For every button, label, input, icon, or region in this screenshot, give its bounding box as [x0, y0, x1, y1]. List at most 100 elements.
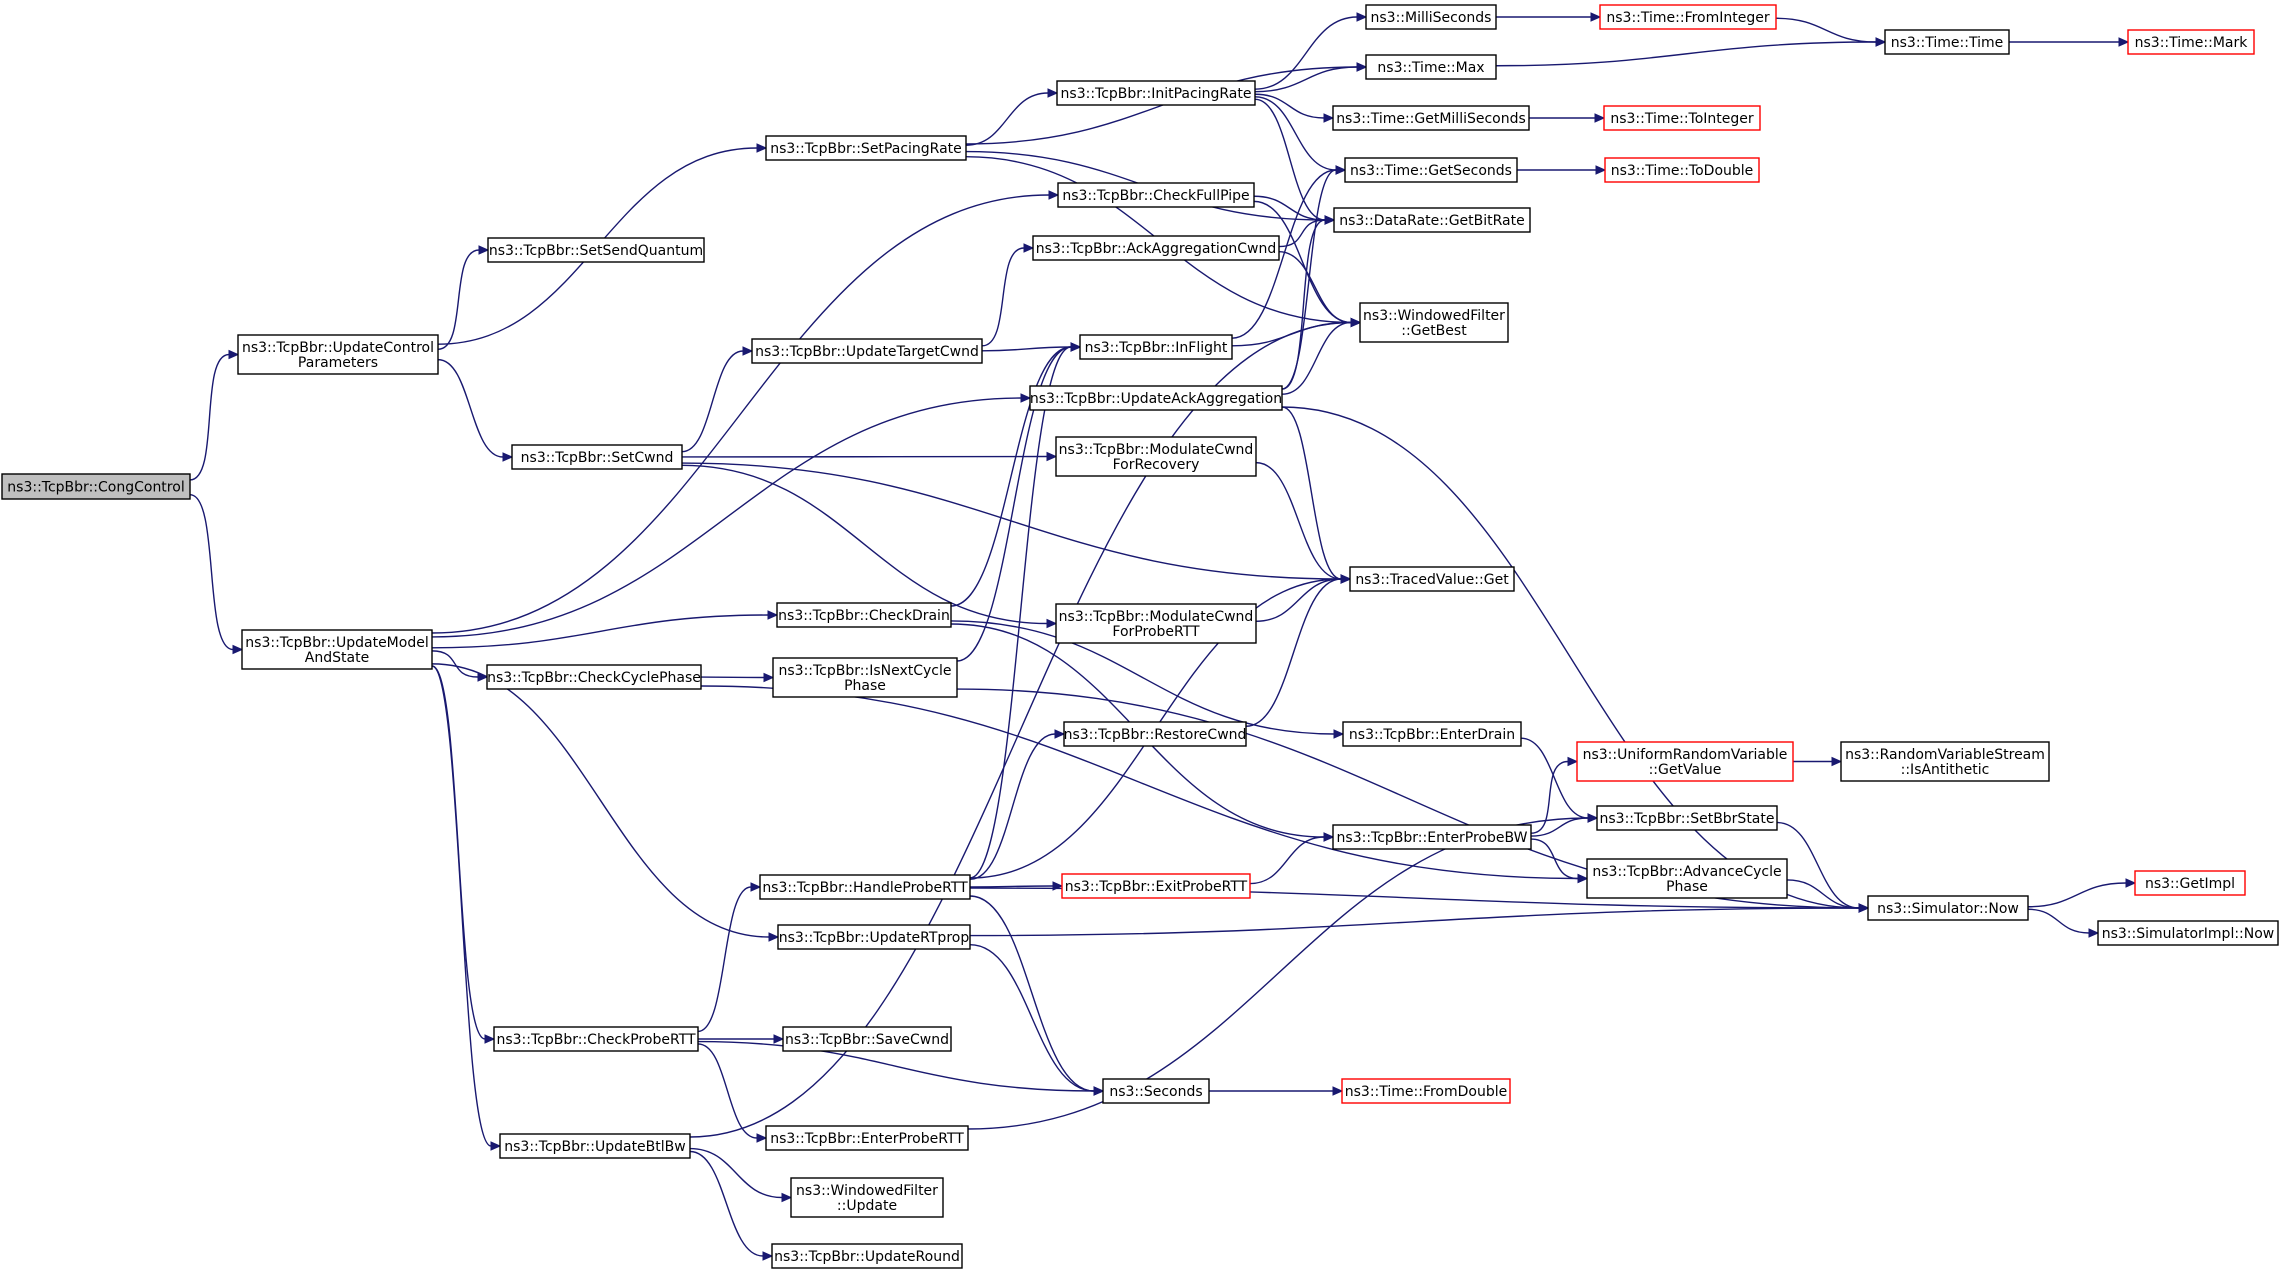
node-get-impl[interactable]: ns3::GetImpl [2134, 870, 2246, 896]
edge-line [1231, 321, 1352, 347]
edge-line [981, 247, 1025, 347]
edge-modulate-cwnd-for-recovery-to-traced-value-get [1255, 461, 1352, 584]
edge-arrowhead [1567, 756, 1579, 767]
edge-line [431, 194, 1050, 634]
node-windowed-filter-update[interactable]: ns3::WindowedFilter::Update [790, 1177, 944, 1218]
edge-init-pacing-rate-to-time-max [1254, 62, 1368, 93]
edge-line [1254, 66, 1358, 93]
node-uniform-random-variable-get-value[interactable]: ns3::UniformRandomVariable::GetValue [1576, 741, 1794, 782]
node-check-cycle-phase[interactable]: ns3::TcpBbr::CheckCyclePhase [486, 664, 702, 690]
edge-update-ack-aggregation-to-traced-value-get [1281, 406, 1352, 584]
node-simulator-now[interactable]: ns3::Simulator::Now [1867, 895, 2029, 921]
node-check-drain[interactable]: ns3::TcpBbr::CheckDrain [776, 602, 952, 628]
node-update-round[interactable]: ns3::TcpBbr::UpdateRound [771, 1243, 963, 1269]
node-time-max[interactable]: ns3::Time::Max [1365, 54, 1497, 80]
node-label: ns3::TcpBbr::SetPacingRate [770, 141, 962, 157]
edge-check-probe-rtt-to-enter-probe-rtt [697, 1043, 768, 1143]
edge-check-cycle-phase-to-is-next-cycle-phase [700, 672, 775, 683]
node-time-from-double[interactable]: ns3::Time::FromDouble [1341, 1078, 1511, 1104]
node-box [1603, 105, 1761, 131]
edge-line [1281, 219, 1326, 390]
node-update-target-cwnd[interactable]: ns3::TcpBbr::UpdateTargetCwnd [751, 338, 983, 364]
node-enter-probe-bw[interactable]: ns3::TcpBbr::EnterProbeBW [1332, 824, 1532, 850]
node-time-get-seconds[interactable]: ns3::Time::GetSeconds [1344, 157, 1518, 183]
node-update-btl-bw[interactable]: ns3::TcpBbr::UpdateBtlBw [499, 1133, 691, 1159]
node-label: ns3::TcpBbr::CheckProbeRTT [496, 1032, 695, 1048]
node-traced-value-get[interactable]: ns3::TracedValue::Get [1349, 566, 1515, 592]
node-update-r-tprop[interactable]: ns3::TcpBbr::UpdateRTprop [777, 924, 971, 950]
edge-arrowhead [1093, 1086, 1105, 1096]
edge-line [1530, 838, 1579, 880]
node-windowed-filter-get-best[interactable]: ns3::WindowedFilter::GetBest [1359, 302, 1509, 343]
node-label: ns3::Time::Mark [2135, 35, 2249, 51]
node-time-to-integer[interactable]: ns3::Time::ToInteger [1603, 105, 1761, 131]
node-time-to-double[interactable]: ns3::Time::ToDouble [1604, 157, 1760, 183]
node-box [1055, 436, 1257, 477]
node-time-time[interactable]: ns3::Time::Time [1884, 29, 2010, 55]
edge-line [969, 907, 1860, 937]
node-label: ns3::TcpBbr::UpdateTargetCwnd [755, 344, 979, 360]
node-check-full-pipe[interactable]: ns3::TcpBbr::CheckFullPipe [1057, 182, 1255, 208]
node-label: Parameters [298, 355, 378, 371]
edge-line [1281, 169, 1337, 390]
node-simulator-impl-now[interactable]: ns3::SimulatorImpl::Now [2097, 920, 2279, 946]
node-box [1061, 873, 1251, 899]
node-label: ::Update [837, 1198, 897, 1214]
edge-in-flight-to-windowed-filter-get-best [1231, 317, 1362, 347]
node-seconds[interactable]: ns3::Seconds [1102, 1078, 1210, 1104]
node-box [1342, 721, 1522, 747]
edge-update-model-and-state-to-check-drain [431, 610, 779, 649]
edge-arrowhead [1020, 393, 1032, 403]
node-set-cwnd[interactable]: ns3::TcpBbr::SetCwnd [511, 444, 683, 470]
edge-line [431, 665, 492, 1147]
node-time-from-integer[interactable]: ns3::Time::FromInteger [1599, 4, 1777, 30]
node-time-get-milli-seconds[interactable]: ns3::Time::GetMilliSeconds [1332, 105, 1530, 131]
node-label: ns3::TcpBbr::UpdateControl [242, 340, 434, 356]
node-restore-cwnd[interactable]: ns3::TcpBbr::RestoreCwnd [1063, 721, 1247, 747]
edge-arrowhead [1335, 165, 1347, 175]
edge-time-time-to-time-mark [2009, 37, 2130, 47]
node-set-bbr-state[interactable]: ns3::TcpBbr::SetBbrState [1596, 805, 1778, 831]
edge-arrowhead [1356, 62, 1368, 72]
edge-line [1520, 737, 1589, 819]
node-update-ack-aggregation[interactable]: ns3::TcpBbr::UpdateAckAggregation [1029, 385, 1283, 411]
node-ack-aggregation-cwnd[interactable]: ns3::TcpBbr::AckAggregationCwnd [1032, 235, 1280, 261]
edge-update-target-cwnd-to-ack-aggregation-cwnd [981, 243, 1035, 347]
node-label: ns3::TcpBbr::CheckDrain [778, 608, 950, 624]
edge-check-probe-rtt-to-handle-probe-rtt [697, 882, 762, 1033]
node-random-variable-stream-is-antithetic[interactable]: ns3::RandomVariableStream::IsAntithetic [1840, 741, 2050, 782]
edge-arrowhead [1333, 729, 1345, 739]
node-enter-probe-rtt[interactable]: ns3::TcpBbr::EnterProbeRTT [765, 1125, 969, 1151]
edge-enter-probe-bw-to-uniform-random-variable-get-value [1530, 756, 1579, 834]
node-in-flight[interactable]: ns3::TcpBbr::InFlight [1079, 334, 1233, 360]
node-save-cwnd[interactable]: ns3::TcpBbr::SaveCwnd [782, 1026, 952, 1052]
node-cong-control[interactable]: ns3::TcpBbr::CongControl [1, 473, 191, 500]
node-data-rate-get-bit-rate[interactable]: ns3::DataRate::GetBitRate [1333, 207, 1531, 233]
node-label: ns3::Time::GetSeconds [1350, 163, 1512, 179]
edge-update-btl-bw-to-update-round [689, 1150, 774, 1261]
node-exit-probe-rtt[interactable]: ns3::TcpBbr::ExitProbeRTT [1061, 873, 1251, 899]
edge-line [1254, 16, 1358, 90]
node-label: ns3::TcpBbr::IsNextCycle [779, 663, 952, 679]
edge-arrowhead [232, 644, 244, 655]
node-enter-drain[interactable]: ns3::TcpBbr::EnterDrain [1342, 721, 1522, 747]
edge-set-bbr-state-to-simulator-now [1776, 821, 1870, 913]
edge-line [431, 614, 769, 649]
node-check-probe-rtt[interactable]: ns3::TcpBbr::CheckProbeRTT [493, 1026, 699, 1052]
node-label: ForRecovery [1113, 457, 1200, 473]
node-handle-probe-rtt[interactable]: ns3::TcpBbr::HandleProbeRTT [759, 874, 971, 900]
edge-line [437, 249, 480, 350]
node-milli-seconds[interactable]: ns3::MilliSeconds [1365, 4, 1497, 30]
node-set-send-quantum[interactable]: ns3::TcpBbr::SetSendQuantum [487, 237, 705, 263]
node-time-mark[interactable]: ns3::Time::Mark [2127, 29, 2255, 55]
edge-line [697, 886, 752, 1033]
node-set-pacing-rate[interactable]: ns3::TcpBbr::SetPacingRate [765, 135, 967, 161]
edge-line [1255, 578, 1342, 622]
node-init-pacing-rate[interactable]: ns3::TcpBbr::InitPacingRate [1056, 80, 1256, 106]
